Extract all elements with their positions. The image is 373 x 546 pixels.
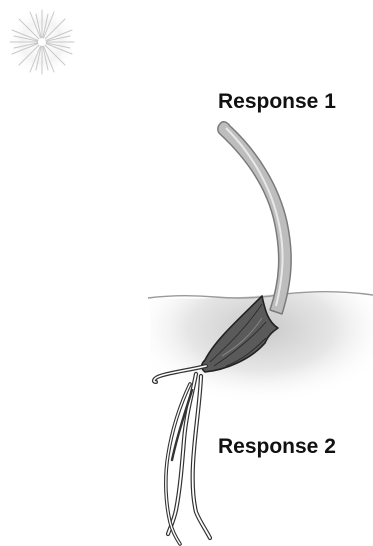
response-2-label: Response 2 bbox=[218, 436, 336, 457]
shoot bbox=[218, 122, 291, 314]
response-1-label: Response 1 bbox=[218, 91, 336, 112]
sun-icon bbox=[8, 8, 76, 76]
